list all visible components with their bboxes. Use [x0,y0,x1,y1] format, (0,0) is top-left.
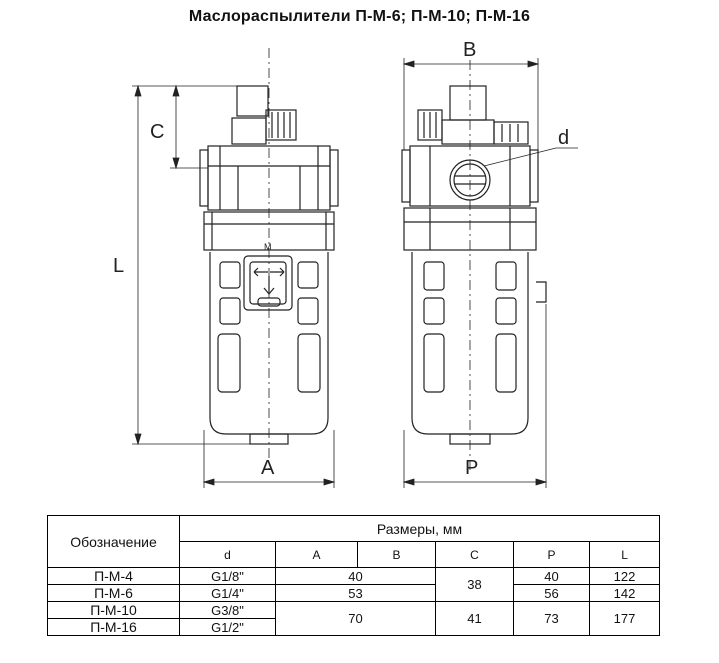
column-header-c: C [435,541,514,568]
dim-label-c: C [150,121,164,143]
left-view [199,48,339,470]
table-row: П-М-4 G1/8" 40 38 40 122 [47,567,661,602]
dim-label-a: A [261,457,275,479]
dim-label-p: P [465,457,478,479]
cell-c: 41 [435,601,514,636]
dim-label-d: d [558,127,569,149]
cell-l: 142 [588,584,661,602]
row-designation: П-М-6 [47,584,180,602]
column-header-a: A [275,541,358,568]
cell-p: 40 [513,567,590,585]
column-header-b: B [357,541,436,568]
table-row: П-М-10 G3/8" 70 41 73 177 [47,601,661,636]
cell-a-b: 40 [275,567,436,585]
right-view [401,60,547,470]
left-dimensions [132,84,336,488]
page-title: Маслораспылители П-М-6; П-М-10; П-М-16 [188,8,531,25]
cell-l: 122 [588,567,661,585]
table-row: П-М-6 G1/4" 53 56 142 [47,584,661,602]
cell-d: G1/4" [179,584,276,602]
cell-c: 38 [435,567,514,602]
cell-d: G1/8" [179,567,276,585]
lock-label-m: M [264,242,272,252]
cell-l: 177 [588,601,661,636]
technical-drawing: L C A B d P M [113,39,578,488]
column-header-p: P [513,541,590,568]
cell-p: 56 [513,584,590,602]
table-row: П-М-16 G1/2" [47,618,660,636]
cell-p: 73 [513,601,590,636]
row-designation: П-М-10 [47,601,180,619]
cell-a-b: 70 [275,601,436,636]
cell-d: G3/8" [179,601,276,619]
row-designation: П-М-16 [47,618,180,636]
designation-header: Обозначение [47,515,180,568]
cell-d: G1/2" [179,618,276,636]
dim-label-b: B [463,39,476,61]
right-dimensions [402,58,578,488]
column-header-l: L [588,541,661,568]
column-header-d: d [179,541,276,568]
cell-a-b: 53 [275,584,436,602]
dim-label-l: L [113,255,124,277]
dimensions-table: Обозначение Размеры, мм d A B C P L П-М-… [47,515,661,636]
sizes-header: Размеры, мм [178,515,661,542]
row-designation: П-М-4 [47,567,180,585]
